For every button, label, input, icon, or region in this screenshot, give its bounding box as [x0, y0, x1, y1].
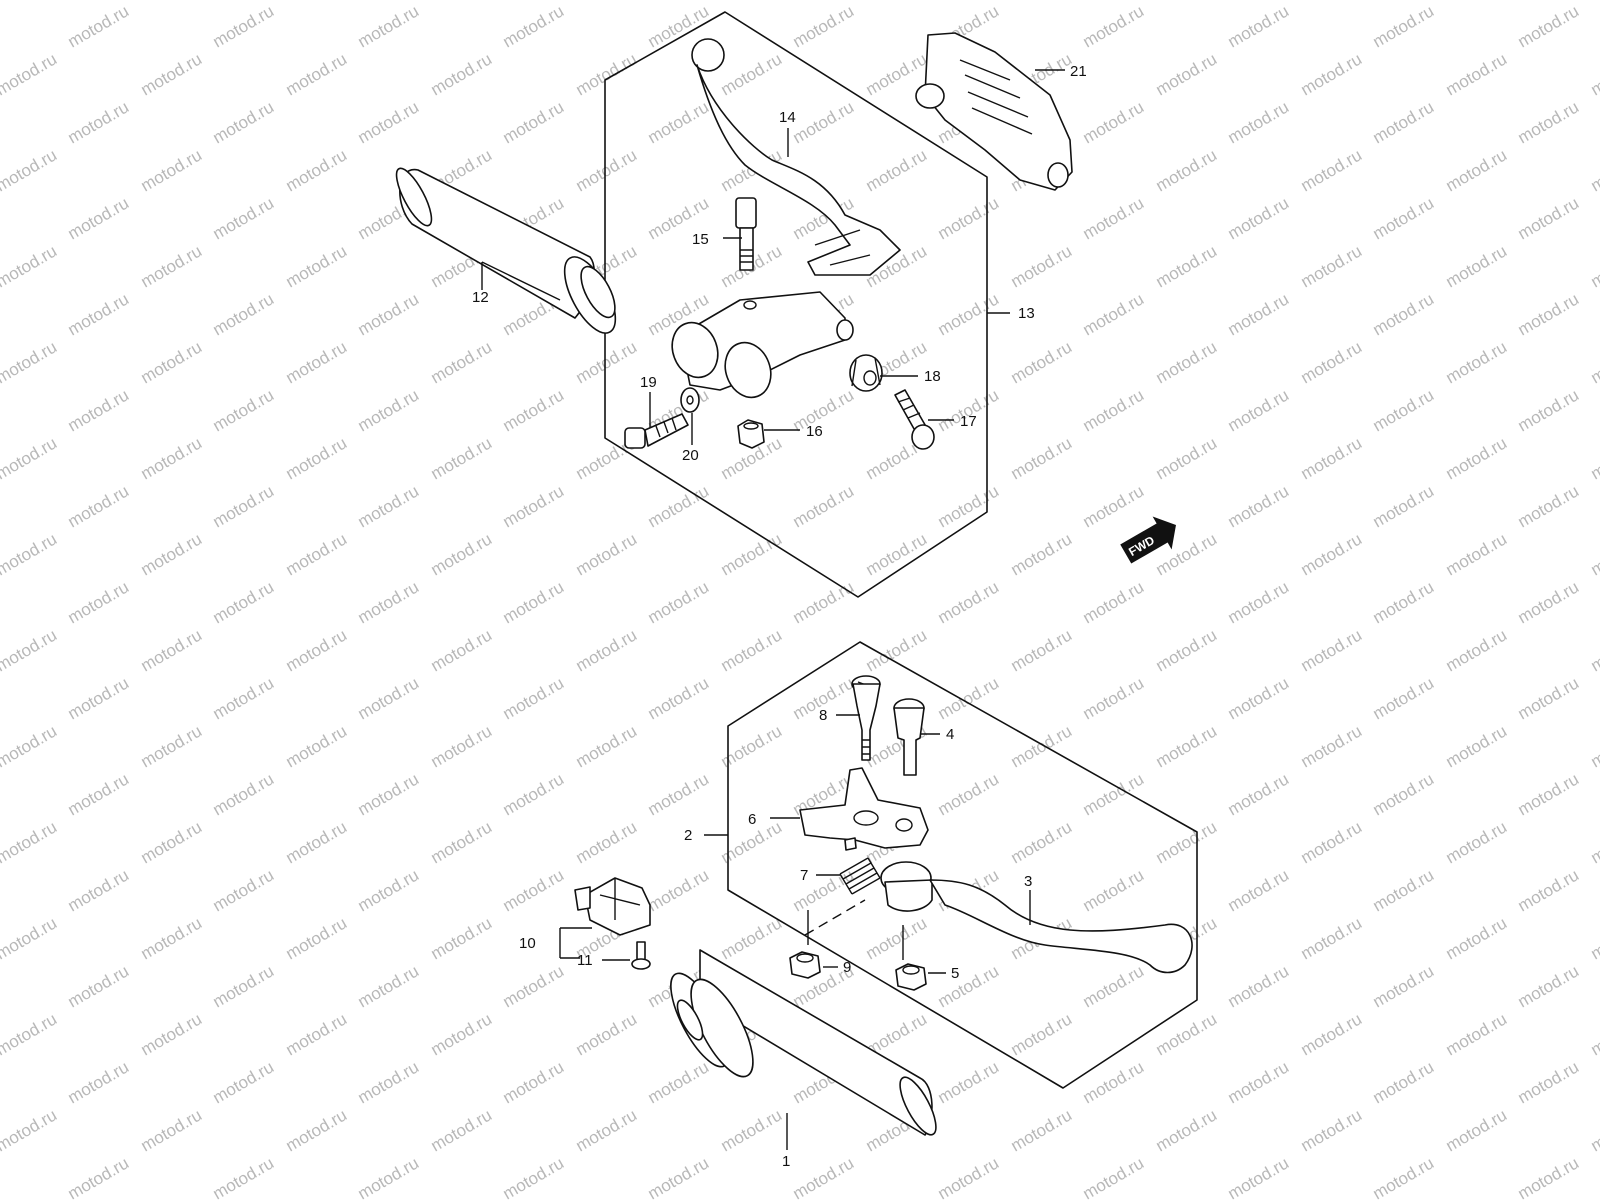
- clutch-lever: [691, 38, 901, 276]
- pivot-bolt: [735, 197, 757, 271]
- grip-left: [395, 167, 617, 334]
- callout-5: 5: [951, 965, 959, 982]
- callout-1: 1: [782, 1153, 790, 1170]
- adjuster-nut: [849, 354, 883, 392]
- callout-3: 3: [1024, 873, 1032, 890]
- callout-18: 18: [924, 368, 941, 385]
- spring: [839, 857, 881, 895]
- nut: [737, 419, 765, 449]
- assembly-guides: [804, 899, 904, 960]
- bracket: [799, 767, 929, 851]
- callout-7: 7: [800, 867, 808, 884]
- brake-switch: [574, 877, 651, 936]
- callout-13: 13: [1018, 305, 1035, 322]
- callout-4: 4: [946, 726, 954, 743]
- callout-2: 2: [684, 827, 692, 844]
- nut-lower-right: [895, 963, 927, 991]
- callout-6: 6: [748, 811, 756, 828]
- callout-12: 12: [472, 289, 489, 306]
- callout-9: 9: [843, 959, 851, 976]
- washer: [680, 387, 700, 413]
- collar-bolt: [893, 698, 925, 776]
- switch-screw: [631, 941, 651, 970]
- callout-20: 20: [682, 447, 699, 464]
- callout-8: 8: [819, 707, 827, 724]
- callout-16: 16: [806, 423, 823, 440]
- grip-right: [670, 949, 937, 1136]
- callout-14: 14: [779, 109, 796, 126]
- fwd-arrow-icon: FWD: [1120, 516, 1176, 564]
- callout-19: 19: [640, 374, 657, 391]
- switch-cover: [915, 32, 1073, 191]
- adjuster-bolt: [894, 389, 935, 450]
- assembly-outline-lower: [727, 641, 1198, 1089]
- callout-17: 17: [960, 413, 977, 430]
- callout-10: 10: [519, 935, 536, 952]
- lever-bolt: [851, 675, 881, 761]
- leader-lines: [481, 69, 1065, 1150]
- assembly-outline-upper: [604, 11, 988, 598]
- callout-11: 11: [577, 952, 593, 969]
- lever-holder: [671, 291, 854, 399]
- clamp-bolt: [624, 413, 689, 449]
- brake-lever: [880, 861, 1193, 974]
- callout-15: 15: [692, 231, 709, 248]
- nut-lower-left: [789, 951, 821, 979]
- callout-21: 21: [1070, 63, 1087, 80]
